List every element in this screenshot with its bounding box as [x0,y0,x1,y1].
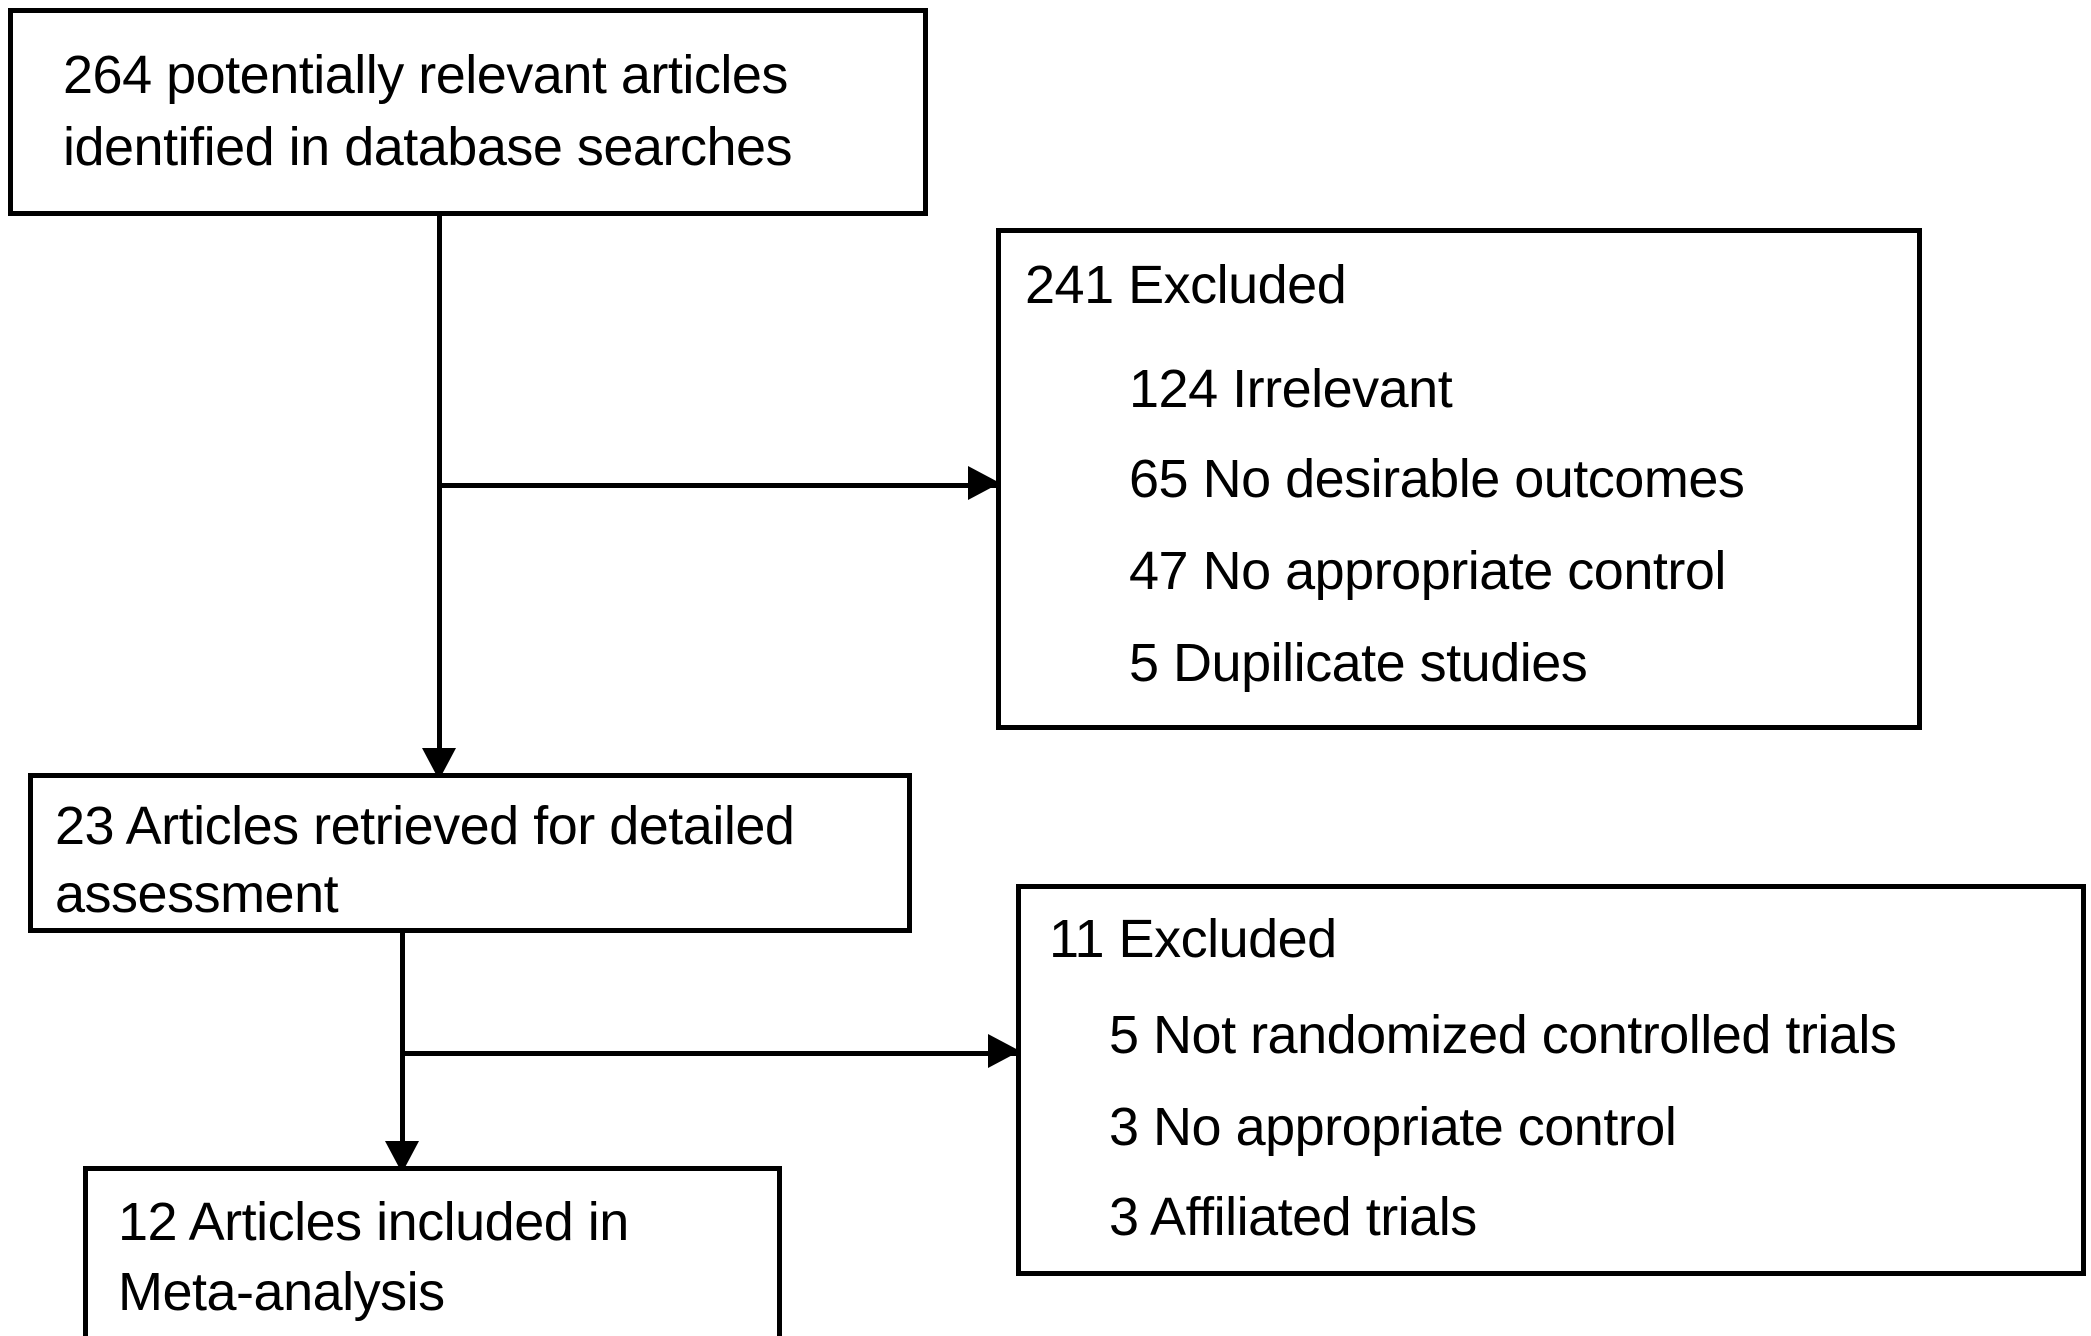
excluded-second-reason: 3 No appropriate control [1109,1097,1677,1157]
excluded-first-heading: 241 Excluded [1025,255,1347,315]
connector-identified-to-excluded-first [437,483,999,488]
excluded-first-reason: 65 No desirable outcomes [1129,449,1745,509]
node-articles-retrieved-label: 23 Articles retrieved for detailed asses… [55,796,809,924]
node-excluded-first: 241 Excluded 124 Irrelevant 65 No desira… [996,228,1922,730]
excluded-first-reason: 124 Irrelevant [1129,359,1453,419]
excluded-first-list: 241 Excluded 124 Irrelevant 65 No desira… [1001,233,1917,725]
node-articles-identified: 264 potentially relevant articles identi… [8,8,928,216]
connector-retrieved-to-included [400,931,405,1168]
arrowhead-right-to-excluded-second-icon [988,1034,1020,1068]
excluded-first-reason: 47 No appropriate control [1129,541,1726,601]
node-articles-identified-label: 264 potentially relevant articles identi… [63,45,803,177]
connector-identified-to-retrieved [437,213,442,775]
excluded-second-list: 11 Excluded 5 Not randomized controlled … [1021,889,2081,1271]
node-articles-retrieved: 23 Articles retrieved for detailed asses… [28,773,912,933]
connector-retrieved-to-excluded-second [400,1051,1020,1056]
excluded-first-reason: 5 Dupilicate studies [1129,633,1588,693]
excluded-second-heading: 11 Excluded [1049,909,1337,969]
excluded-second-reason: 3 Affiliated trials [1109,1187,1477,1247]
node-excluded-second: 11 Excluded 5 Not randomized controlled … [1016,884,2086,1276]
node-articles-included-label: 12 Articles included in Meta-analysis [118,1192,644,1322]
excluded-second-reason: 5 Not randomized controlled trials [1109,1005,1897,1065]
arrowhead-right-to-excluded-first-icon [968,466,1000,500]
node-articles-included: 12 Articles included in Meta-analysis [83,1166,782,1336]
